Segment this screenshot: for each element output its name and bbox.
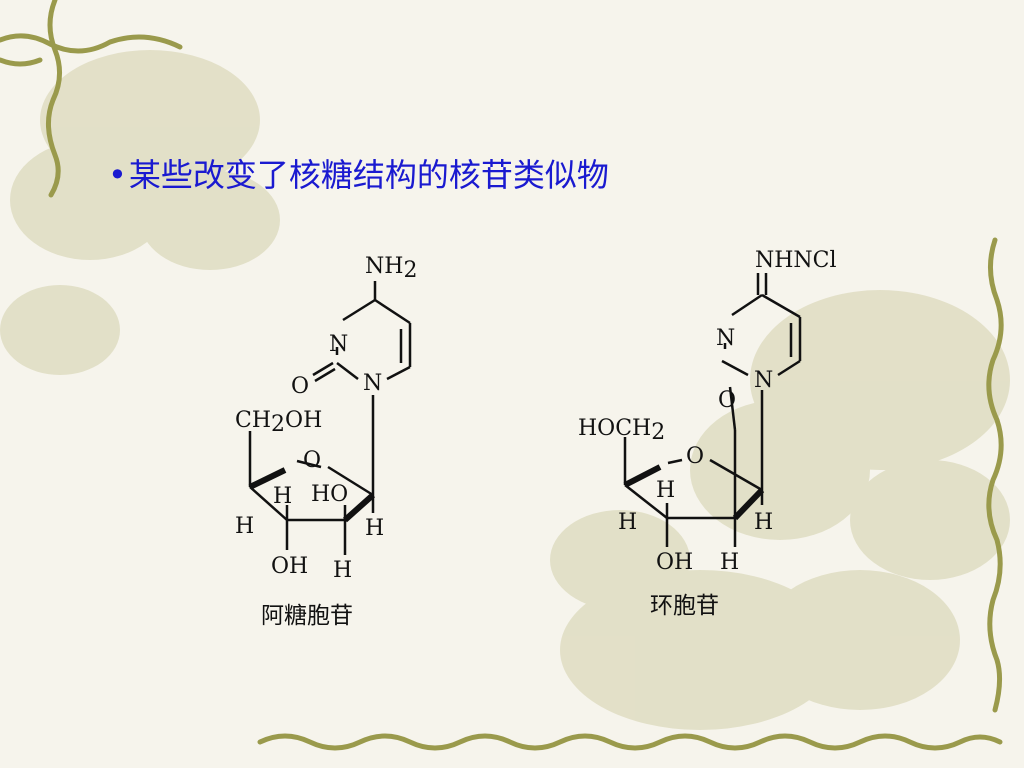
label-h-c4: H [656,478,675,503]
structure-cytarabine: NH2 N O N CH2OH O H HO H H OH H 阿糖胞苷 [235,254,417,629]
bonds-cytarabine [248,281,412,555]
blossom-watermark [0,50,1010,730]
label-h-c1: H [365,516,384,541]
label-n3: N [716,326,735,351]
label-ho-c2: HO [311,482,348,507]
label-nhncl: NHNCl [755,248,837,273]
structure-cyclocytidine: NHNCl N O N HOCH2 O H H H OH H 环胞苷 [578,248,837,619]
bullet-dot: • [108,156,127,194]
label-n3: N [329,332,348,357]
label-h-left: H [618,510,637,535]
heading-text: 某些改变了核糖结构的核苷类似物 [128,156,609,194]
label-oh-c3: OH [656,550,693,575]
caption-cytarabine: 阿糖胞苷 [261,603,353,629]
caption-cyclocytidine: 环胞苷 [650,593,719,619]
label-h-c4: H [273,484,292,509]
label-n1: N [363,371,382,396]
label-h-c2: H [720,550,739,575]
label-o-bridge: O [718,388,736,413]
vine-border [0,0,1004,751]
slide-heading: •某些改变了核糖结构的核苷类似物 [108,150,609,196]
bonds-cyclocytidine [623,273,802,547]
label-n1: N [754,368,773,393]
label-h-c2: H [333,558,352,583]
label-ring-oxygen: O [686,444,704,469]
label-h-c1: H [754,510,773,535]
label-o-carbonyl: O [291,374,309,399]
label-nh2: NH2 [365,254,417,283]
label-ring-oxygen: O [303,448,321,473]
label-h-left: H [235,514,254,539]
label-ch2oh: CH2OH [235,408,322,437]
label-hoch2: HOCH2 [578,416,665,445]
label-oh-c3: OH [271,554,308,579]
